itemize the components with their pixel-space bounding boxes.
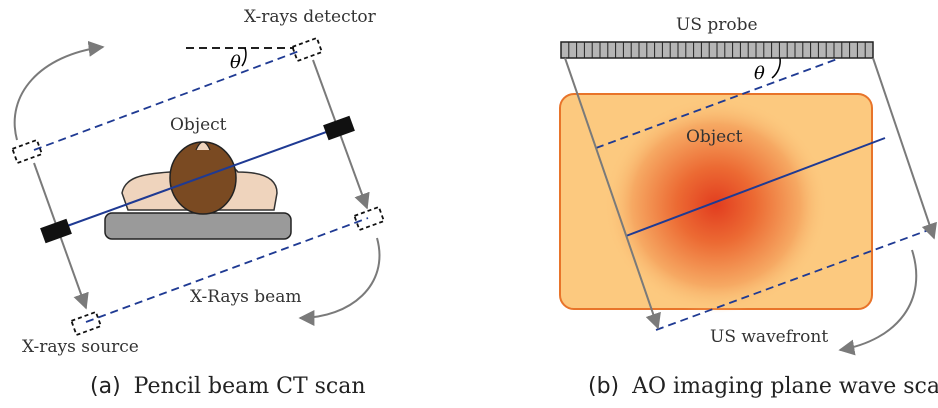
patient-head — [169, 141, 237, 215]
caption-a-tag: (a) — [90, 374, 121, 399]
caption-a: (a) Pencil beam CT scan — [90, 374, 366, 399]
xray-source — [40, 218, 72, 244]
angle-label-a: θ — [230, 52, 241, 73]
previous-beam-top — [33, 49, 303, 151]
label-us-wavefront: US wavefront — [710, 327, 828, 347]
us-wavefront — [625, 137, 886, 237]
rotation-arrow-bottom — [298, 237, 381, 326]
label-xrays-detector: X-rays detector — [244, 7, 377, 27]
source-position-top — [11, 138, 44, 165]
xray-beam — [55, 126, 341, 231]
propagation-arrow-right — [872, 57, 937, 240]
ao-absorber — [604, 97, 828, 313]
angle-label-b: θ — [754, 63, 765, 84]
patient-nose — [195, 141, 211, 151]
detector-position-top — [291, 36, 324, 63]
angle-arc — [241, 47, 247, 67]
rotation-arrow-b — [838, 249, 918, 356]
detector-position-bottom — [353, 205, 386, 232]
caption-b-text: AO imaging plane wave scan — [631, 374, 938, 399]
label-object-b: Object — [686, 127, 743, 147]
angle-arc-b — [771, 57, 781, 79]
label-object-a: Object — [170, 115, 227, 135]
label-xrays-beam: X-Rays beam — [190, 287, 302, 307]
panel-a: θ X-rays detector Object X-Rays beam X-r… — [11, 7, 386, 399]
propagation-arrow-left — [564, 57, 661, 330]
caption-b: (b) AO imaging plane wave scan — [588, 374, 938, 399]
previous-wavefront-top — [595, 57, 841, 149]
caption-a-text: Pencil beam CT scan — [134, 374, 366, 399]
label-us-probe: US probe — [676, 15, 758, 35]
rotation-arrow-top — [13, 40, 105, 141]
previous-wavefront-bottom — [655, 227, 935, 331]
xray-detector — [323, 115, 355, 141]
panel-b: θ US probe Object US wavefront (b) AO im… — [559, 15, 938, 399]
us-probe — [560, 41, 874, 59]
previous-beam-bottom — [85, 217, 369, 323]
source-position-bottom — [70, 310, 103, 337]
label-xrays-source: X-rays source — [22, 337, 139, 357]
caption-b-tag: (b) — [588, 374, 619, 399]
patient-table — [104, 212, 292, 240]
